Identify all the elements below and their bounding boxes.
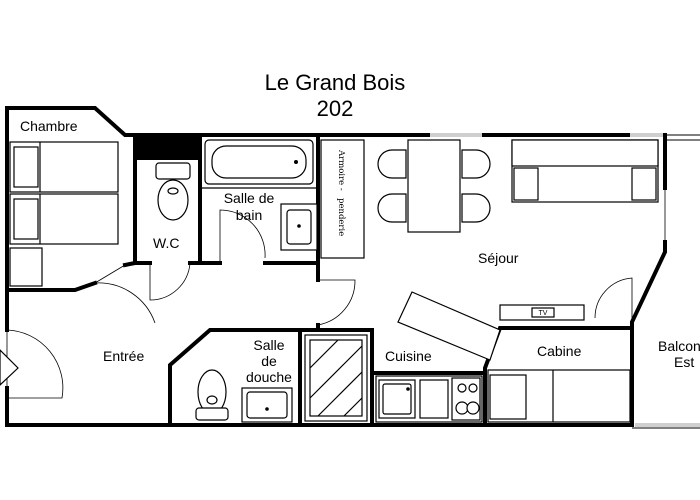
plan-title: Le Grand Bois — [264, 70, 406, 95]
label-cuisine: Cuisine — [385, 348, 432, 364]
cabine-furniture — [487, 369, 631, 423]
label-armoire-2: penderie — [336, 198, 346, 236]
label-balcon-1: Balcon — [658, 338, 700, 354]
label-salle-de-douche-2: de — [261, 353, 277, 369]
interior-walls — [5, 133, 634, 427]
bed-2 — [9, 193, 119, 245]
toilet — [155, 162, 191, 221]
duct-block — [137, 135, 200, 160]
dining-table — [377, 139, 491, 233]
label-chambre: Chambre — [20, 118, 78, 134]
openings — [430, 133, 700, 429]
label-entree: Entrée — [103, 348, 144, 364]
kitchen-counter — [375, 375, 483, 423]
shower-tray — [304, 334, 368, 422]
wardrobe — [320, 139, 365, 259]
label-salle-de-douche-3: douche — [246, 369, 292, 385]
tv-unit — [499, 304, 585, 321]
label-tv: TV — [539, 310, 548, 317]
label-sejour: Séjour — [478, 250, 519, 266]
entrance-arrow-icon — [0, 349, 19, 386]
bath-sink — [280, 203, 318, 251]
shower-toilet — [195, 369, 229, 421]
outer-walls — [5, 106, 667, 427]
nightstand — [9, 247, 43, 287]
shower-sink — [241, 387, 293, 423]
label-salle-de-bain-2: bain — [236, 207, 262, 223]
bathtub — [204, 139, 314, 185]
sejour-bench — [397, 291, 501, 361]
label-wc: W.C — [153, 235, 179, 251]
label-armoire-1: Armoire - — [336, 149, 346, 191]
unit-number: 202 — [316, 96, 354, 121]
sofa — [511, 139, 659, 203]
label-salle-de-douche-1: Salle — [253, 337, 284, 353]
label-cabine: Cabine — [537, 343, 582, 359]
bed-1 — [9, 141, 119, 193]
label-balcon-2: Est — [674, 354, 694, 370]
label-salle-de-bain-1: Salle de — [224, 190, 275, 206]
